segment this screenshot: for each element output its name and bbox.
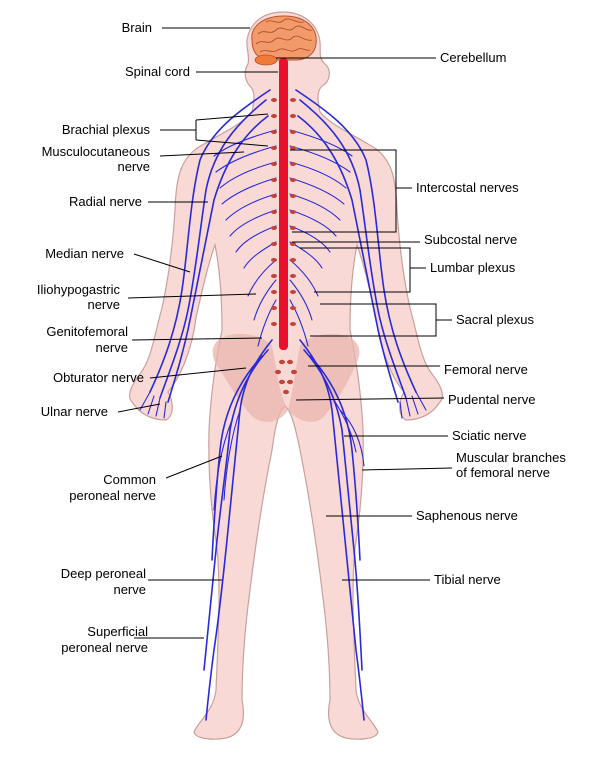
- spinal-cord: [279, 58, 288, 350]
- label-femoral-nerve: Femoral nerve: [444, 362, 528, 377]
- label-spinal-cord: Spinal cord: [125, 64, 190, 79]
- ganglia: [271, 98, 297, 395]
- label-common-peroneal-line2: peroneal nerve: [69, 488, 156, 503]
- sacral-ganglion: [275, 369, 281, 375]
- leader-obturator: [149, 367, 247, 379]
- brain-folds: [255, 18, 313, 53]
- leader-common-peroneal: [165, 455, 223, 479]
- label-obturator-nerve: Obturator nerve: [53, 370, 144, 385]
- sacral-ganglion: [283, 389, 289, 395]
- label-pudental-nerve: Pudental nerve: [448, 392, 535, 407]
- ganglion: [271, 194, 277, 198]
- ganglion: [271, 322, 277, 326]
- ganglion: [271, 274, 277, 278]
- label-deep-peroneal-line2: nerve: [113, 582, 146, 597]
- label-subcostal-nerve: Subcostal nerve: [424, 232, 517, 247]
- label-radial-nerve: Radial nerve: [69, 194, 142, 209]
- ganglion: [290, 162, 296, 166]
- label-genitofemoral-line1: Genitofemoral: [46, 324, 128, 339]
- leader-genitofemoral: [131, 337, 263, 341]
- ganglion: [271, 226, 277, 230]
- sacral-ganglion: [287, 359, 293, 365]
- label-intercostal-nerves: Intercostal nerves: [416, 180, 519, 195]
- ganglion: [290, 274, 296, 278]
- label-brachial-plexus: Brachial plexus: [62, 122, 151, 137]
- label-median-nerve: Median nerve: [45, 246, 124, 261]
- ganglion: [271, 258, 277, 262]
- label-lumbar-plexus: Lumbar plexus: [430, 260, 516, 275]
- ganglion: [271, 210, 277, 214]
- leader-ulnar: [117, 403, 161, 413]
- ganglion: [290, 306, 296, 310]
- label-superficial-peroneal-line1: Superficial: [87, 624, 148, 639]
- label-common-peroneal-line1: Common: [103, 472, 156, 487]
- ganglion: [290, 322, 296, 326]
- sacral-ganglion: [279, 379, 285, 385]
- sacral-ganglion: [291, 369, 297, 375]
- label-sacral-plexus: Sacral plexus: [456, 312, 535, 327]
- leader-sacral: [310, 303, 452, 337]
- ganglion: [271, 242, 277, 246]
- ganglion: [271, 306, 277, 310]
- label-muscular-branches-line2: of femoral nerve: [456, 465, 550, 480]
- ganglion: [271, 290, 277, 294]
- leader-musculocutaneous: [159, 151, 245, 157]
- label-saphenous-nerve: Saphenous nerve: [416, 508, 518, 523]
- ganglion: [271, 98, 277, 102]
- label-superficial-peroneal-line2: peroneal nerve: [61, 640, 148, 655]
- ganglion: [271, 178, 277, 182]
- label-brain: Brain: [122, 20, 152, 35]
- leader-intercostal: [290, 149, 412, 233]
- ganglion: [290, 114, 296, 118]
- leader-pudental: [295, 397, 445, 401]
- ganglion: [290, 130, 296, 134]
- leader-lines: [117, 27, 453, 639]
- brain: [251, 15, 317, 66]
- ganglion: [271, 162, 277, 166]
- label-iliohypogastric-line1: Iliohypogastric: [37, 282, 121, 297]
- cerebellum-shape: [254, 54, 278, 66]
- ganglion: [290, 210, 296, 214]
- ganglion: [290, 146, 296, 150]
- nerve-network: [139, 89, 427, 721]
- labels: Brain Spinal cord Brachial plexus Muscul…: [37, 20, 566, 655]
- brain-shape: [251, 15, 317, 61]
- label-musculocutaneous-line1: Musculocutaneous: [42, 144, 151, 159]
- label-sciatic-nerve: Sciatic nerve: [452, 428, 526, 443]
- sacral-ganglion: [287, 379, 293, 385]
- ganglion: [271, 130, 277, 134]
- ganglion: [271, 146, 277, 150]
- ganglion: [271, 114, 277, 118]
- leader-iliohypogastric: [127, 293, 257, 299]
- ganglion: [290, 290, 296, 294]
- label-cerebellum: Cerebellum: [440, 50, 506, 65]
- label-ulnar-nerve: Ulnar nerve: [41, 404, 108, 419]
- label-tibial-nerve: Tibial nerve: [434, 572, 501, 587]
- ganglion: [290, 258, 296, 262]
- spinal-cord-shape: [279, 58, 288, 350]
- label-muscular-branches-line1: Muscular branches: [456, 450, 566, 465]
- ganglion: [290, 194, 296, 198]
- ganglion: [290, 178, 296, 182]
- label-deep-peroneal-line1: Deep peroneal: [61, 566, 146, 581]
- leader-lumbar: [300, 247, 426, 293]
- ganglion: [290, 226, 296, 230]
- ganglion: [290, 98, 296, 102]
- ganglion: [290, 242, 296, 246]
- label-iliohypogastric-line2: nerve: [87, 297, 120, 312]
- label-genitofemoral-line2: nerve: [95, 340, 128, 355]
- leader-brachial-plexus: [160, 113, 269, 147]
- sacral-ganglion: [279, 359, 285, 365]
- leader-median-nerve: [133, 253, 191, 273]
- label-musculocutaneous-line2: nerve: [117, 159, 150, 174]
- leader-muscular-branches: [361, 467, 453, 471]
